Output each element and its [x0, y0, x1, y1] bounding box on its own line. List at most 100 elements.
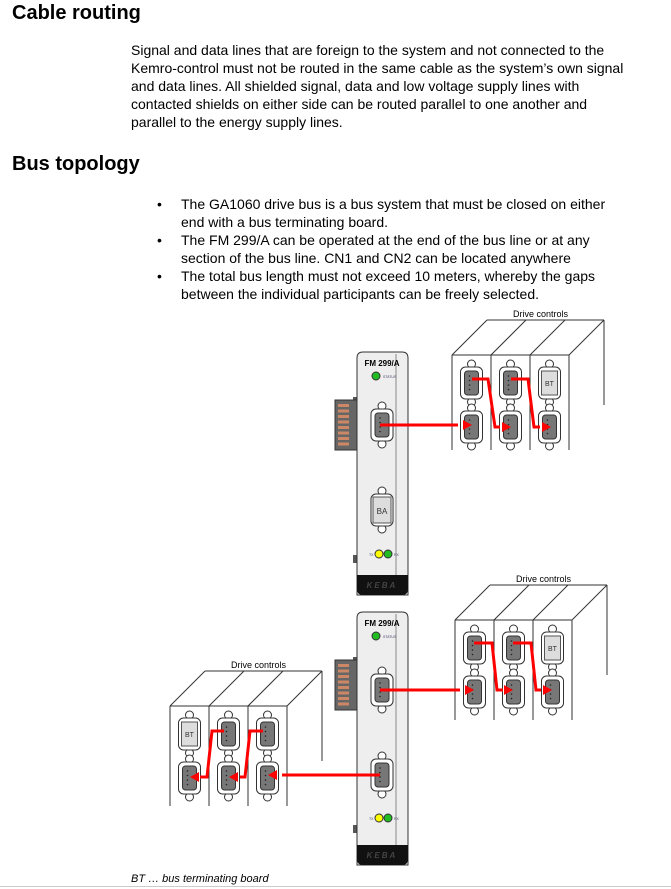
pin [507, 423, 510, 426]
pin [471, 684, 474, 686]
heading-bus-topology: Bus topology [12, 153, 140, 175]
rack-edge [286, 670, 323, 707]
rack-edge [529, 319, 566, 356]
terminal-pin [338, 702, 349, 706]
bullet: • [157, 196, 162, 212]
dsub-connector [256, 754, 279, 802]
pin [468, 428, 471, 430]
module-housing [356, 611, 409, 866]
page-divider [0, 886, 671, 887]
pin [468, 388, 471, 391]
list-item-text: The FM 299/A can be operated at the end … [181, 232, 590, 266]
bt-label: BT [548, 646, 558, 653]
dsub-connector [178, 754, 201, 802]
pin [507, 379, 510, 382]
terminator-connector: BT [178, 710, 201, 758]
terminal-pin [338, 431, 349, 435]
pin [471, 640, 474, 642]
pin [510, 697, 513, 700]
connector-body [221, 721, 236, 747]
module-label: FM 299/A [364, 359, 399, 368]
arrow-icon [463, 420, 472, 430]
bus-cable [200, 729, 224, 779]
pin [225, 739, 228, 742]
pin [379, 695, 381, 698]
drive-controls-label: Drive controls [516, 574, 572, 584]
pin [471, 644, 474, 647]
arrow-icon [542, 422, 551, 432]
pin [264, 735, 267, 737]
pin [225, 779, 228, 781]
connector-body [467, 635, 482, 661]
pin [379, 691, 381, 693]
pin [225, 770, 228, 772]
pin [379, 417, 381, 419]
tx-led [374, 549, 384, 559]
arrow-icon [465, 685, 474, 695]
pin [379, 771, 381, 774]
module-label: FM 299/A [364, 619, 399, 628]
ba-label: BA [377, 507, 388, 516]
bus-cable [511, 377, 540, 429]
pin [468, 379, 471, 382]
pin [264, 739, 267, 742]
terminal-pin [338, 420, 349, 424]
arrow-icon [543, 685, 552, 695]
pin [549, 697, 552, 700]
drive-controls-label: Drive controls [231, 660, 287, 670]
module-housing [356, 351, 409, 596]
bus-cable [472, 377, 500, 429]
pin [507, 432, 510, 435]
pin [379, 426, 381, 428]
pin [264, 770, 267, 772]
dsub-connector [541, 668, 564, 716]
pin [471, 693, 474, 695]
terminal-pin [338, 415, 349, 418]
arrow-icon [268, 770, 277, 780]
latch [353, 555, 357, 563]
pin [468, 432, 471, 435]
rack-edge [451, 319, 488, 356]
tx-led [374, 813, 384, 823]
keba-logo: KEBA [367, 851, 398, 860]
bt-plug [541, 370, 558, 396]
pin [264, 774, 267, 777]
terminal-pin [338, 404, 349, 407]
caption: BT … bus terminating board [131, 873, 269, 885]
rack-edge [493, 584, 530, 621]
status-led [371, 631, 381, 641]
bus-cable [513, 641, 541, 692]
pin [468, 384, 471, 386]
bullet: • [157, 268, 162, 284]
pin [186, 783, 189, 786]
drive-controls-label: Drive controls [513, 309, 569, 319]
pin [549, 693, 552, 695]
rx-led [383, 549, 393, 559]
pin [507, 384, 510, 386]
dsub-connector [502, 668, 525, 716]
terminal-pin [338, 664, 349, 667]
bus-topology-list: •The GA1060 drive bus is a bus system th… [157, 195, 627, 303]
status-led [371, 371, 381, 381]
latch [353, 825, 357, 833]
pin [471, 653, 474, 656]
rack-edge [247, 670, 284, 707]
pin [225, 730, 228, 733]
terminal-pin [338, 409, 349, 413]
pin [379, 780, 381, 783]
pin [264, 730, 267, 733]
connector-body [464, 370, 479, 396]
bus-cable [474, 641, 503, 692]
rack-edge [454, 584, 491, 621]
list-item-text: The total bus length must not exceed 10 … [181, 268, 596, 302]
pin [186, 770, 189, 772]
connector-body [260, 765, 275, 791]
bt-label: BT [545, 381, 555, 388]
bt-label: BT [185, 732, 195, 739]
pin [471, 649, 474, 651]
pin [468, 375, 471, 377]
rack-edge [169, 670, 206, 707]
dsub-connector [460, 359, 483, 407]
